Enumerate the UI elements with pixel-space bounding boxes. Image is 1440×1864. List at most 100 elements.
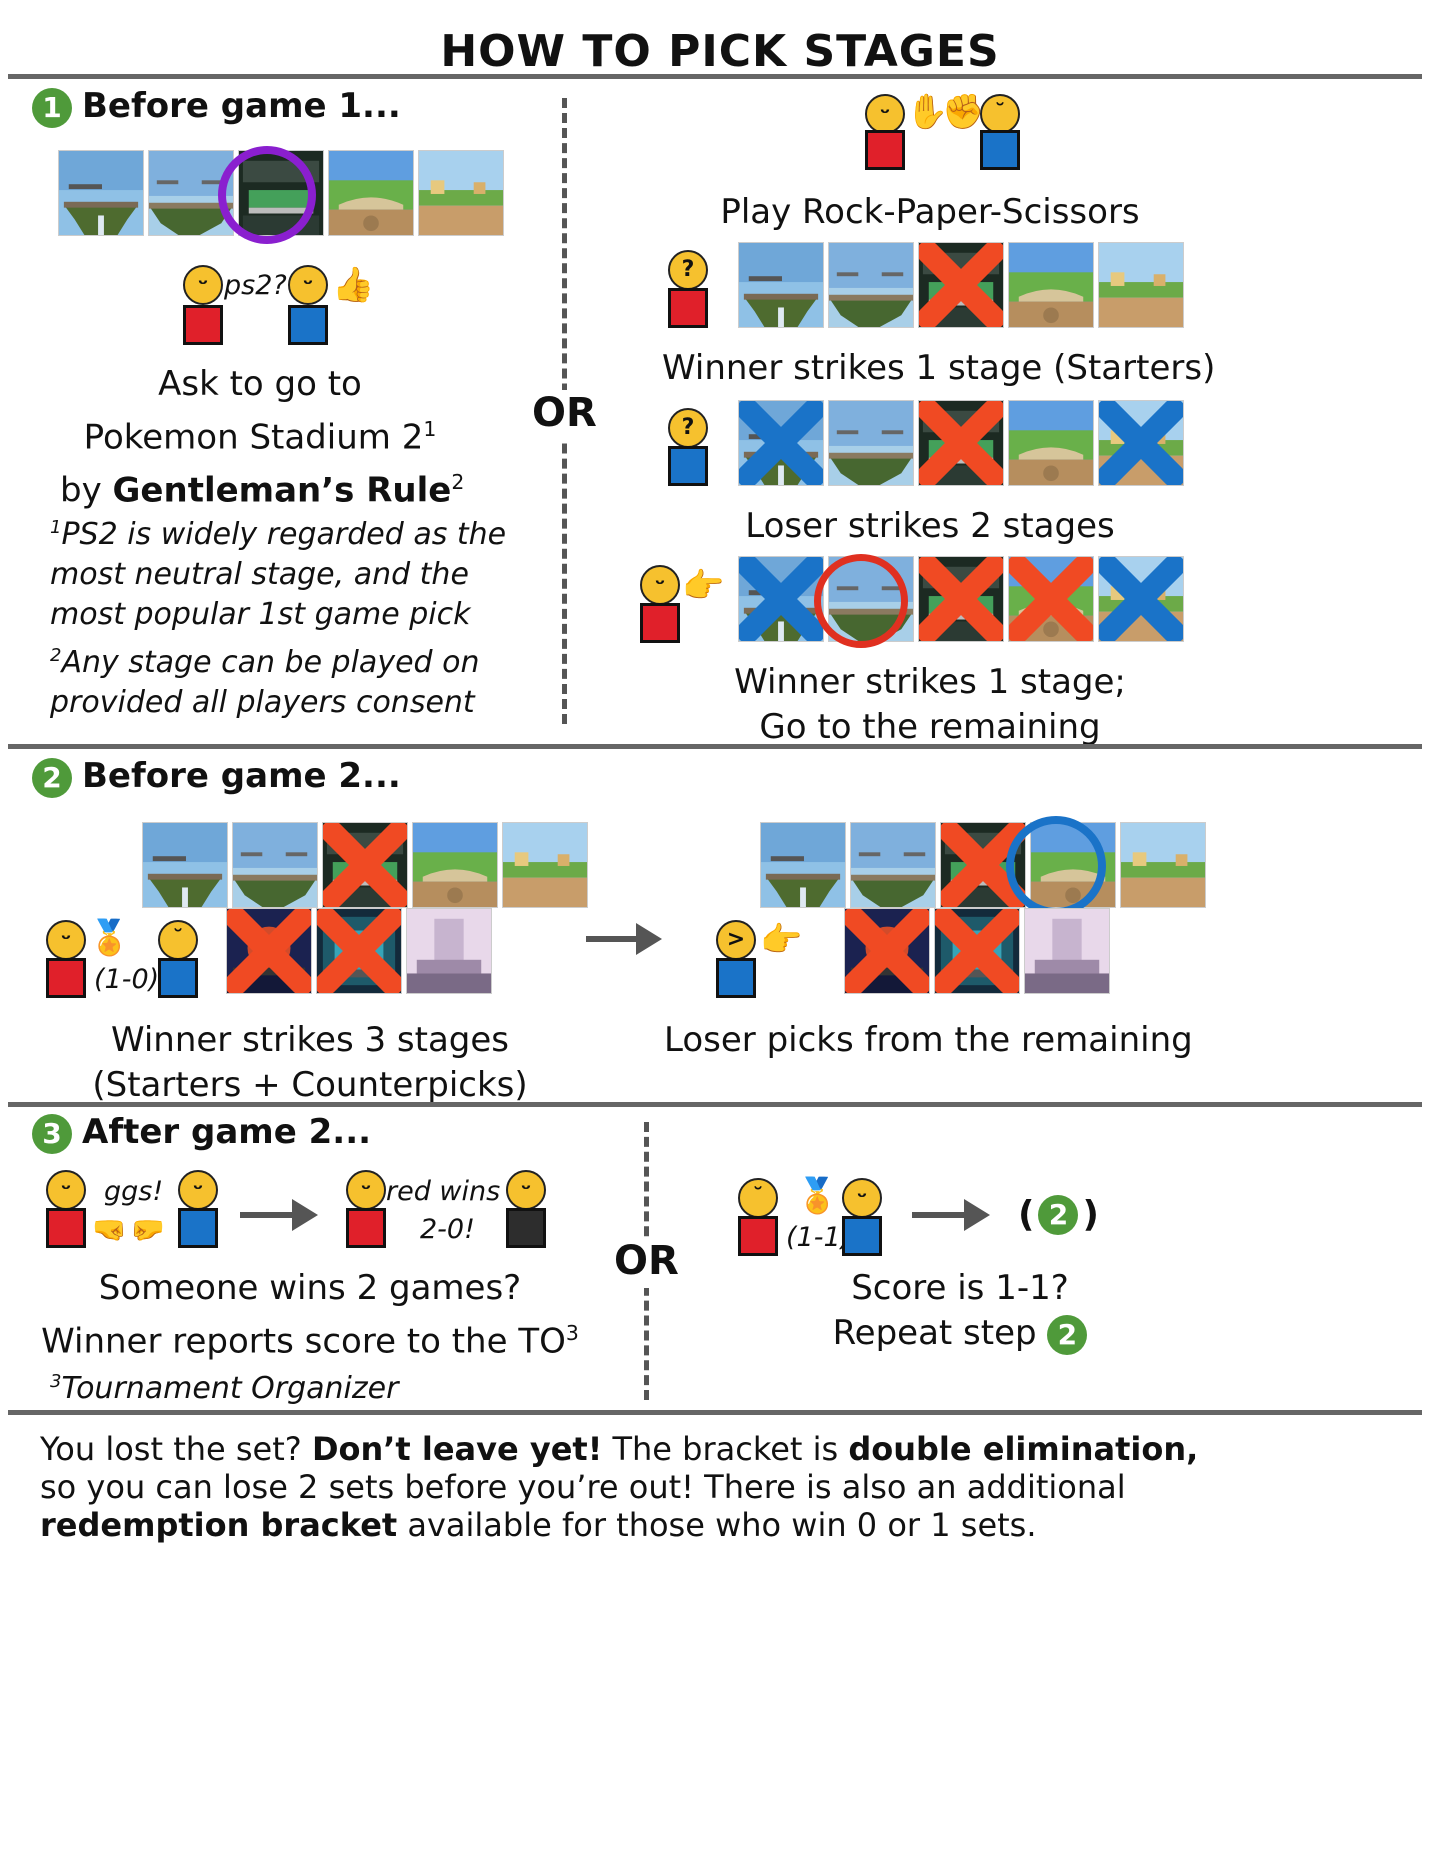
or-label: OR xyxy=(532,390,597,436)
speech-red-wins: red wins xyxy=(386,1176,501,1207)
strike-x-blue xyxy=(1099,557,1183,641)
strike-x-blue xyxy=(739,401,823,485)
stage-strip-b xyxy=(738,400,1184,486)
stage-smashville xyxy=(1098,400,1184,486)
stage-battlefield xyxy=(738,400,824,486)
stage-battlefield xyxy=(58,150,144,236)
strike-x-red xyxy=(919,401,1003,485)
strike-x-red xyxy=(1009,557,1093,641)
score-1-0: (1-0) xyxy=(94,964,160,995)
stage-kalos xyxy=(844,908,930,994)
stage-strip-counterpicks xyxy=(226,908,492,994)
raised-hand-icon: ✋ xyxy=(906,92,949,132)
divider xyxy=(8,74,1422,79)
blue-player xyxy=(668,446,708,486)
stage-strip-a xyxy=(738,242,1184,328)
speech-ggs: ggs! xyxy=(104,1176,164,1207)
divider xyxy=(8,1102,1422,1107)
arrow-right-head xyxy=(964,1199,990,1231)
raised-fist-icon: ✊ xyxy=(942,92,985,132)
caption-rps: Play Rock-Paper-Scissors xyxy=(720,192,1140,232)
or-label: OR xyxy=(614,1238,679,1284)
step-2-badge: 2 xyxy=(32,758,72,798)
grinning-face-icon: ᵕ xyxy=(865,94,905,134)
stage-pokemon-stadium-2 xyxy=(918,556,1004,642)
caption-winner-strikes-1: Winner strikes 1 stage (Starters) xyxy=(662,348,1216,388)
divider xyxy=(8,1410,1422,1415)
speech-ps2: ps2? xyxy=(224,270,287,301)
blue-player xyxy=(158,958,198,998)
thumbs-up-icon: 👍 xyxy=(332,265,375,305)
stage-town-and-city xyxy=(328,150,414,236)
strike-x-red xyxy=(935,909,1019,993)
speech-2-0: 2-0! xyxy=(420,1214,475,1245)
footnote-3: 3Tournament Organizer xyxy=(50,1371,399,1406)
stage-yoshis-story xyxy=(316,908,402,994)
pensive-face-icon: ˘ xyxy=(738,1178,778,1218)
fist-bump-icon: 🤛 xyxy=(130,1213,165,1246)
caption-loser-strikes-2: Loser strikes 2 stages xyxy=(745,506,1115,546)
stage-battlefield xyxy=(738,242,824,328)
stage-smashville xyxy=(1098,556,1184,642)
strike-x-red xyxy=(845,909,929,993)
blue-player xyxy=(288,305,328,345)
red-player xyxy=(46,958,86,998)
grinning-face-icon: ᵕ xyxy=(288,265,328,305)
divider xyxy=(8,744,1422,749)
step-3-heading: After game 2... xyxy=(82,1112,372,1152)
red-player xyxy=(346,1208,386,1248)
step-2-badge: 2 xyxy=(1047,1314,1088,1355)
stage-kalos xyxy=(226,908,312,994)
pointing-right-icon: 👉 xyxy=(682,566,725,606)
stage-town-and-city xyxy=(412,822,498,908)
blue-player xyxy=(842,1216,882,1256)
strike-x-blue xyxy=(1099,401,1183,485)
stage-small-battlefield xyxy=(850,822,936,908)
stage-strip-starters xyxy=(760,822,1206,908)
stage-smashville xyxy=(418,150,504,236)
medal-icon: 🏅 xyxy=(796,1176,839,1216)
stage-pokemon-stadium-2 xyxy=(322,822,408,908)
pensive-face-icon: ˘ xyxy=(980,94,1020,134)
persevering-face-icon: >< xyxy=(716,920,756,988)
thinking-face-icon: ? xyxy=(668,408,708,448)
stage-town-and-city xyxy=(1008,242,1094,328)
arrow-right xyxy=(586,936,636,942)
step-3-left-caption: Someone wins 2 games? Winner reports sco… xyxy=(41,1268,579,1362)
grinning-face-icon: ᵕ xyxy=(46,1170,86,1210)
stage-hollow-bastion xyxy=(406,908,492,994)
step-2-heading: Before game 2... xyxy=(82,756,401,796)
strike-x-red xyxy=(317,909,401,993)
red-player xyxy=(46,1208,86,1248)
to-player xyxy=(506,1208,546,1248)
grinning-face-icon: ᵕ xyxy=(346,1170,386,1210)
stage-smashville xyxy=(502,822,588,908)
arrow-right xyxy=(912,1212,964,1218)
arrow-right xyxy=(240,1212,292,1218)
stage-small-battlefield xyxy=(232,822,318,908)
grinning-face-icon: ᵕ xyxy=(46,920,86,960)
stage-smashville xyxy=(1098,242,1184,328)
step-3-right-caption: Score is 1-1? Repeat step 2 xyxy=(750,1266,1170,1356)
stage-battlefield xyxy=(760,822,846,908)
stage-town-and-city xyxy=(1008,556,1094,642)
stage-strip-counterpicks xyxy=(844,908,1110,994)
red-player xyxy=(668,288,708,328)
bottom-note: You lost the set? Don’t leave yet! The b… xyxy=(40,1430,1199,1544)
stage-strip-starters xyxy=(142,822,588,908)
stage-smashville xyxy=(1120,822,1206,908)
medal-icon: 🏅 xyxy=(88,918,131,958)
step-2-badge: 2 xyxy=(1038,1194,1079,1235)
blue-player xyxy=(980,130,1020,170)
stage-strip-c xyxy=(738,556,1184,642)
page-title: HOW TO PICK STAGES xyxy=(440,26,1000,77)
step-3-badge: 3 xyxy=(32,1114,72,1154)
step-2-right-caption: Loser picks from the remaining xyxy=(664,1020,1193,1060)
stage-pokemon-stadium-2 xyxy=(918,242,1004,328)
red-player xyxy=(738,1216,778,1256)
stage-pokemon-stadium-2 xyxy=(918,400,1004,486)
score-1-1: (1-1) xyxy=(786,1222,852,1253)
stage-yoshis-story xyxy=(934,908,1020,994)
stage-battlefield xyxy=(142,822,228,908)
stage-hollow-bastion xyxy=(1024,908,1110,994)
